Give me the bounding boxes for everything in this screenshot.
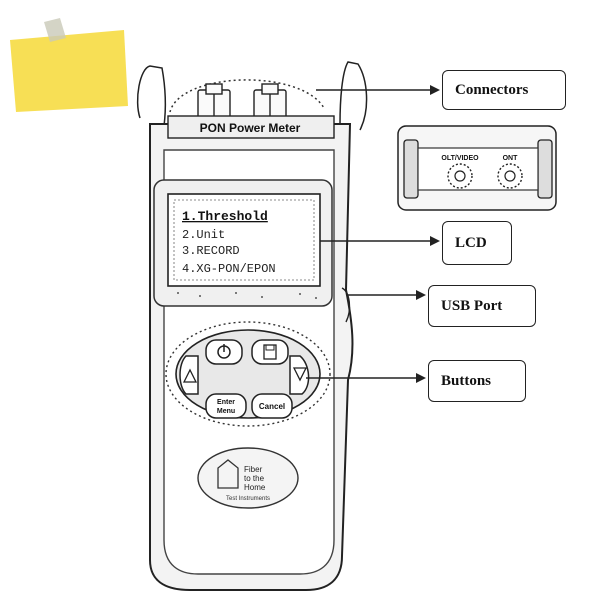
left-arrow-button[interactable] (179, 355, 199, 395)
lcd-menu-item-3: 3.RECORD (182, 244, 240, 258)
port-label-olt-video: OLT/VIDEO (441, 155, 479, 162)
right-arrow-button[interactable] (289, 355, 310, 395)
logo-line-1: Fiber (244, 465, 263, 474)
logo-line-3: Home (244, 483, 266, 492)
save-button[interactable] (251, 339, 289, 365)
logo-plate (197, 447, 299, 509)
lcd-menu-item-1: 1.Threshold (182, 209, 268, 224)
menu-label: Menu (217, 408, 235, 415)
logo-brand: Test Instruments (226, 496, 270, 502)
usb-port-bump (341, 287, 351, 323)
lcd-menu-item-4: 4.XG-PON/EPON (182, 262, 276, 276)
callout-buttons: Buttons (428, 360, 526, 402)
cancel-button[interactable]: Cancel (251, 393, 293, 419)
sticky-note (10, 18, 128, 112)
lcd-menu-item-2: 2.Unit (182, 228, 225, 242)
callout-arrows (306, 85, 440, 383)
house-icon (217, 459, 239, 489)
keypad-dotted-ring (165, 321, 331, 427)
device-rails (136, 61, 368, 131)
top-connectors (197, 83, 287, 119)
connector-inset: OLT/VIDEO ONT (397, 125, 557, 211)
connector-guard-arc (169, 79, 325, 113)
device-title: PON Power Meter (200, 121, 301, 135)
port-label-ont: ONT (503, 155, 519, 162)
enter-label: Enter (217, 399, 235, 406)
power-button[interactable] (205, 339, 243, 365)
callout-lcd: LCD (442, 221, 512, 265)
lcd-screen (167, 193, 321, 287)
callout-usb-port: USB Port (428, 285, 536, 327)
enter-menu-button[interactable]: Enter Menu (205, 393, 247, 419)
logo-line-2: to the (244, 474, 265, 483)
cancel-label: Cancel (259, 402, 285, 411)
callout-connectors: Connectors (442, 70, 566, 110)
